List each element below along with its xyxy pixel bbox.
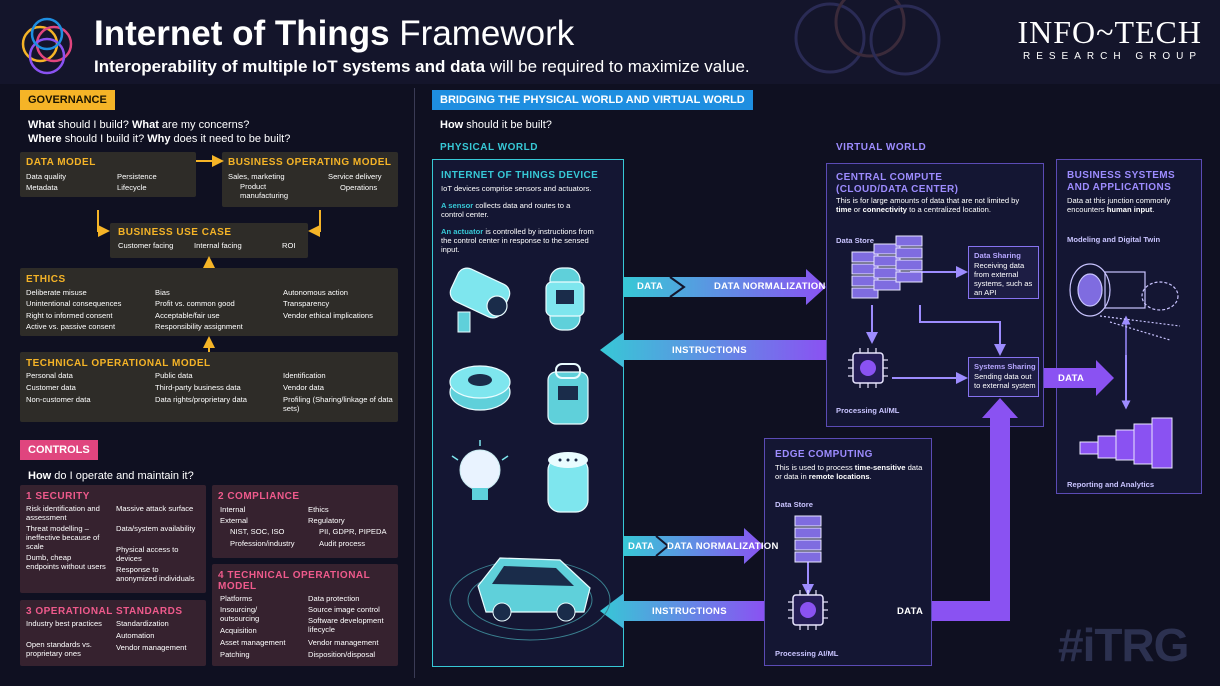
header-decor-circles bbox=[794, 0, 941, 76]
data-arrow-top bbox=[624, 269, 826, 305]
smart-bulb-icon bbox=[451, 440, 509, 500]
itrg-watermark: #iTRG bbox=[1058, 619, 1189, 671]
compliance-box: 2 COMPLIANCE Internal External NIST, SOC… bbox=[212, 485, 398, 558]
flow-label-normalization-top: DATA NORMALIZATION bbox=[714, 281, 826, 292]
instructions-arrow-bottom bbox=[600, 593, 764, 629]
logo-circles-icon bbox=[21, 17, 73, 75]
bridge-tag: BRIDGING THE PHYSICAL WORLD AND VIRTUAL … bbox=[432, 90, 753, 110]
governance-question-1: What should I build? What are my concern… bbox=[28, 119, 250, 131]
physical-world-label: PHYSICAL WORLD bbox=[440, 142, 538, 153]
security-box: 1 SECURITY Risk identification and asses… bbox=[20, 485, 206, 593]
data-model-box: DATA MODEL Data quality Metadata Persist… bbox=[20, 152, 196, 197]
flow-label-edge-data: DATA bbox=[897, 606, 924, 617]
governance-tag: GOVERNANCE bbox=[20, 90, 115, 110]
smartwatch-icon bbox=[545, 267, 585, 331]
data-sharing-box: Data Sharing Receiving data from externa… bbox=[968, 246, 1039, 299]
operational-standards-box: 3 OPERATIONAL STANDARDS Industry best pr… bbox=[20, 600, 206, 666]
governance-arrows bbox=[97, 155, 321, 352]
controls-question: How do I operate and maintain it? bbox=[28, 470, 194, 482]
virtual-world-label: VIRTUAL WORLD bbox=[836, 142, 927, 153]
brand-logo: INFO~TECH RESEARCH GROUP bbox=[1017, 14, 1202, 62]
instructions-arrow-top bbox=[600, 332, 826, 368]
business-use-case-box: BUSINESS USE CASE Customer facing Intern… bbox=[110, 223, 308, 258]
connected-car-icon bbox=[449, 557, 611, 641]
page-title: Internet of Things Framework bbox=[94, 14, 575, 53]
flow-label-data-bottom: DATA bbox=[628, 541, 655, 552]
controls-technical-operational-model-box: 4 TECHNICAL OPERATIONAL MODEL Platforms … bbox=[212, 564, 398, 666]
flow-label-normalization-bottom: DATA NORMALIZATION bbox=[667, 541, 779, 552]
systems-sharing-box: Systems Sharing Sending data out to exte… bbox=[968, 357, 1039, 397]
technical-operational-model-box: TECHNICAL OPERATIONAL MODEL Personal dat… bbox=[20, 352, 398, 422]
data-arrow-bottom bbox=[624, 528, 764, 564]
governance-question-2: Where should I build it? Why does it nee… bbox=[28, 133, 291, 145]
smoke-detector-icon bbox=[449, 365, 511, 411]
digital-twin-engine-icon bbox=[1069, 263, 1181, 341]
server-stack-icon bbox=[851, 235, 923, 299]
header: Internet of Things Framework Interoperab… bbox=[0, 0, 1220, 84]
smart-lock-icon bbox=[547, 363, 589, 425]
processor-chip-icon bbox=[848, 348, 888, 388]
central-connectors bbox=[802, 266, 1006, 596]
section-divider bbox=[414, 88, 415, 678]
reporting-chart-icon bbox=[1079, 417, 1173, 469]
edge-processor-chip-icon bbox=[788, 590, 828, 630]
security-camera-icon bbox=[449, 267, 511, 333]
business-systems-panel: BUSINESS SYSTEMS AND APPLICATIONS Data a… bbox=[1056, 159, 1202, 494]
ethics-box: ETHICS Deliberate misuse Unintentional c… bbox=[20, 268, 398, 336]
flow-label-business-data: DATA bbox=[1058, 373, 1085, 384]
flow-label-instructions-bottom: INSTRUCTIONS bbox=[652, 606, 727, 617]
edge-server-icon bbox=[794, 515, 822, 563]
flow-label-instructions-top: INSTRUCTIONS bbox=[672, 345, 747, 356]
controls-tag: CONTROLS bbox=[20, 440, 98, 460]
bridge-question: How should it be built? bbox=[440, 119, 552, 131]
page-subtitle: Interoperability of multiple IoT systems… bbox=[94, 57, 750, 76]
flow-label-data-top: DATA bbox=[637, 281, 664, 292]
business-data-arrow bbox=[1044, 315, 1131, 410]
edge-computing-panel: EDGE COMPUTING This is used to process t… bbox=[764, 438, 932, 666]
business-operating-model-box: BUSINESS OPERATING MODEL Sales, marketin… bbox=[222, 152, 398, 207]
smart-speaker-icon bbox=[547, 452, 589, 513]
edge-data-path bbox=[932, 398, 1018, 621]
